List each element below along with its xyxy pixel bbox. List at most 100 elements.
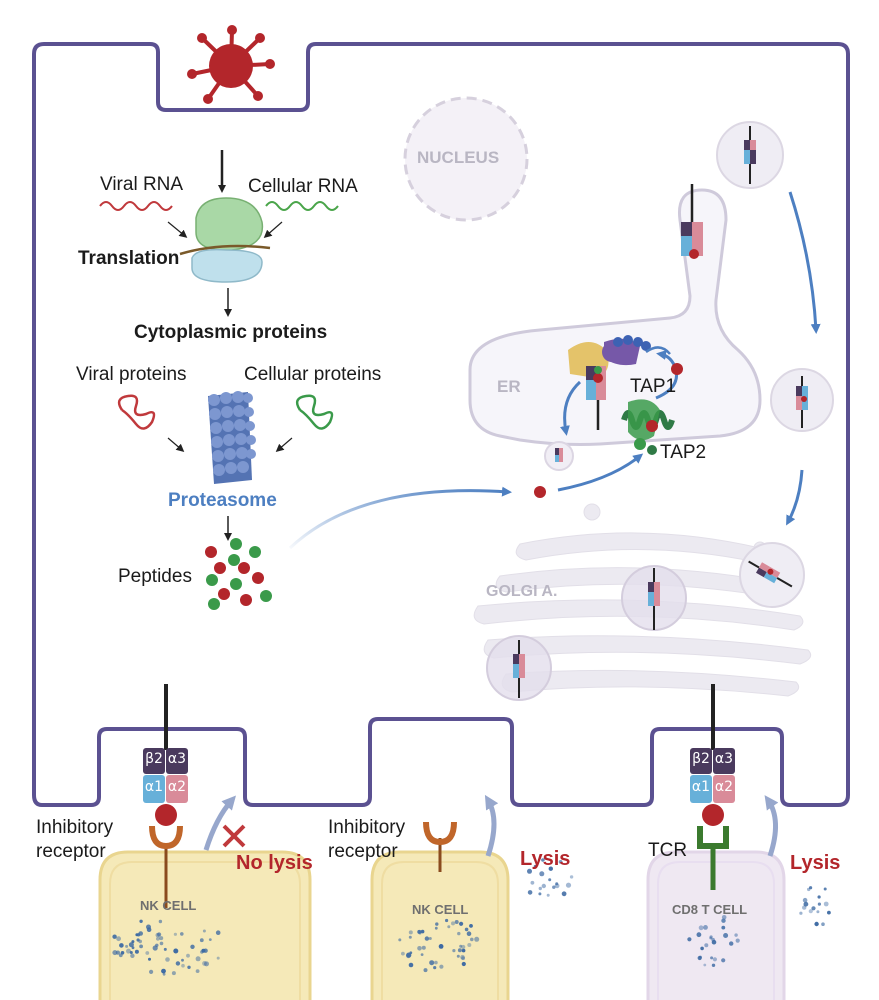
granule-dot [703, 925, 708, 930]
peptides-label: Peptides [118, 566, 192, 587]
lysis-label-2: Lysis [790, 852, 841, 874]
no-lysis-arrow [203, 795, 236, 851]
granule-dot [802, 897, 808, 903]
granule-dot [163, 947, 167, 951]
granule-dot [215, 930, 221, 935]
granule-dot [711, 963, 716, 967]
golgi-apparatus [473, 503, 812, 697]
cellular-rna-label: Cellular RNA [248, 176, 358, 197]
granule-dot [546, 893, 550, 897]
cell-membrane [32, 42, 850, 807]
mhc-right-b2-label: β2 [692, 751, 710, 767]
granule-dot [125, 944, 129, 948]
proteasome-icon [208, 391, 256, 484]
granule-dot [561, 891, 567, 897]
viral-protein-arrow [167, 437, 185, 452]
granule-dot [199, 938, 204, 943]
granule-dot [445, 918, 449, 923]
vesicle-top-right [716, 121, 784, 189]
vesicle-right [770, 368, 834, 432]
lysis-arrow-1 [484, 794, 499, 857]
granule-dot [710, 956, 714, 960]
granule-dot [527, 868, 532, 874]
granule-dot [696, 932, 702, 938]
mhc-left-a1-label: α1 [144, 779, 164, 795]
granule-dot [817, 895, 821, 899]
vesicle-golgi-middle [621, 565, 687, 631]
granule-dot [174, 948, 177, 952]
granule-dot [216, 956, 220, 960]
granule-dot [421, 945, 426, 950]
granule-dot [457, 931, 461, 936]
ribosome-icon [179, 197, 271, 283]
tap2-label: TAP2 [660, 442, 707, 463]
granule-dot [811, 906, 816, 911]
granule-dot [558, 860, 563, 864]
granule-dot [155, 932, 160, 938]
granule-dot [452, 949, 456, 953]
granule-dot [190, 944, 195, 949]
granule-dot [156, 936, 160, 941]
granule-dot [152, 945, 158, 951]
granule-dot [709, 935, 713, 939]
granule-dot [159, 941, 164, 946]
granule-dot [538, 886, 542, 891]
no-lysis-cross-icon [222, 824, 246, 848]
granule-dot [541, 858, 545, 862]
er-arrow-left [559, 380, 582, 436]
granule-dot [420, 929, 425, 934]
granule-dot [721, 918, 726, 923]
granule-dot [420, 953, 424, 956]
granule-dot [548, 866, 553, 871]
granule-dot [128, 942, 134, 948]
granule-dot [126, 948, 131, 954]
granule-dot [145, 951, 150, 955]
granule-dot [417, 946, 422, 951]
viral-rna-arrow [167, 221, 188, 238]
granule-dot [408, 962, 414, 968]
granule-dot [734, 933, 738, 937]
granule-dot [428, 937, 432, 940]
granule-dot [180, 932, 184, 936]
granule-dot [809, 886, 813, 890]
granule-dot [139, 919, 143, 923]
granule-dot [451, 921, 455, 926]
nk-cell-left [98, 804, 312, 1000]
mhc-right-a1-label: α1 [691, 779, 711, 795]
granule-dot [538, 892, 542, 896]
viral-rna-label: Viral RNA [100, 174, 184, 195]
granule-dot [187, 965, 191, 969]
granule-dot [149, 969, 154, 975]
granule-dot [555, 882, 559, 886]
nucleus [403, 96, 529, 222]
granule-dot [173, 932, 177, 936]
granule-dot [456, 954, 460, 958]
granule-dot [130, 953, 135, 958]
granule-dot [208, 938, 212, 941]
granules [112, 858, 831, 976]
granule-dot [816, 910, 820, 914]
granule-dot [457, 948, 462, 953]
cellular-protein-arrow [275, 437, 293, 452]
granule-dot [175, 961, 181, 966]
granule-dot [700, 946, 704, 951]
proteasome-label: Proteasome [168, 490, 277, 511]
granule-dot [814, 921, 819, 927]
granule-dot [195, 956, 201, 962]
granule-dot [429, 960, 435, 966]
granule-dot [460, 954, 465, 960]
granule-dot [533, 864, 537, 869]
mhc-surface-right [690, 684, 735, 826]
granule-dot [721, 925, 726, 930]
granule-dot [195, 969, 200, 973]
virus-icon [187, 25, 275, 104]
granule-dot [434, 926, 438, 930]
endoplasmic-reticulum [468, 188, 762, 446]
granule-dot [423, 968, 428, 973]
granule-dot [799, 911, 803, 915]
granule-dot [134, 949, 139, 954]
granule-dot [565, 882, 572, 888]
inhibitory-receptor-label-1: Inhibitory receptor [36, 817, 114, 862]
peptide-red [534, 486, 546, 498]
granule-dot [454, 920, 459, 924]
